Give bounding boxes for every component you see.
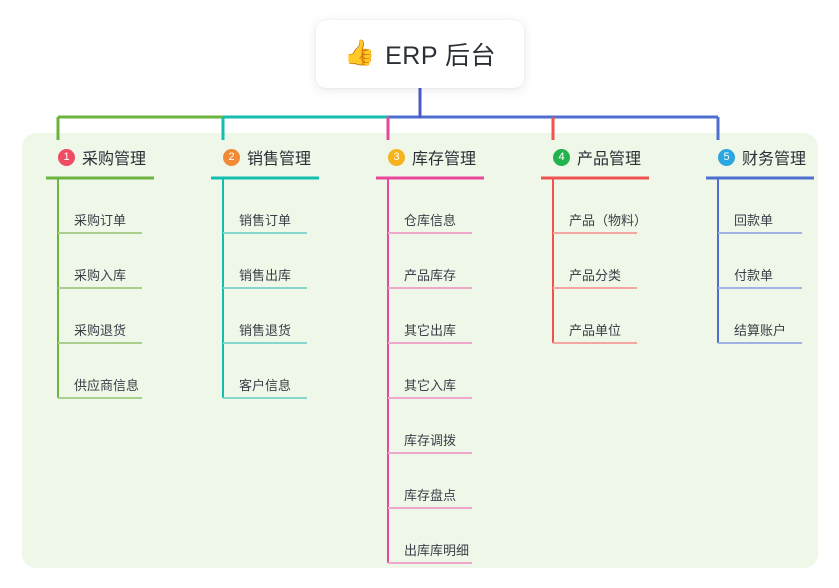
branch-title-3: 库存管理 (412, 151, 477, 168)
leaf-item[interactable]: 供应商信息 (74, 378, 140, 393)
thumbs-up-icon: 👍 (343, 38, 376, 67)
leaf-item[interactable]: 其它出库 (404, 323, 457, 338)
branch-badge-4: 4 (553, 148, 570, 166)
branch-badge-5: 5 (718, 148, 735, 166)
root-node-content: 👍 ERP 后台 (344, 36, 496, 72)
leaf-item[interactable]: 结算账户 (734, 323, 787, 338)
branch-column-3: 3 库存管理 (370, 145, 476, 169)
leaf-item[interactable]: 产品（物料） (569, 213, 648, 228)
branch-title-1: 采购管理 (82, 151, 147, 168)
leaf-item[interactable]: 库存盘点 (404, 488, 457, 503)
branch-badge-3: 3 (388, 148, 405, 166)
leaf-item[interactable]: 产品分类 (569, 268, 622, 283)
leaf-item[interactable]: 采购入库 (74, 268, 127, 283)
branch-header-3[interactable]: 3 库存管理 (370, 145, 476, 169)
branch-badge-2: 2 (223, 148, 240, 166)
branch-header-4[interactable]: 4 产品管理 (535, 145, 641, 169)
diagram-panel-background (22, 133, 818, 568)
branch-badge-1: 1 (58, 148, 75, 166)
leaf-item[interactable]: 销售出库 (239, 268, 292, 283)
leaf-item[interactable]: 销售退货 (239, 323, 292, 338)
branch-column-5: 5 财务管理 (700, 145, 806, 169)
leaf-item[interactable]: 出库库明细 (404, 543, 470, 558)
leaf-item[interactable]: 产品库存 (404, 268, 457, 283)
leaf-item[interactable]: 其它入库 (404, 378, 457, 393)
leaf-item[interactable]: 库存调拨 (404, 433, 457, 448)
leaf-item[interactable]: 仓库信息 (404, 213, 457, 228)
leaf-item[interactable]: 产品单位 (569, 323, 622, 338)
branch-header-2[interactable]: 2 销售管理 (205, 145, 311, 169)
leaf-item[interactable]: 客户信息 (239, 378, 292, 393)
root-node-title: ERP 后台 (385, 42, 497, 70)
leaf-item[interactable]: 回款单 (734, 213, 774, 228)
branch-title-5: 财务管理 (742, 151, 807, 168)
branch-column-2: 2 销售管理 (205, 145, 311, 169)
branch-header-1[interactable]: 1 采购管理 (40, 145, 146, 169)
root-node-erp-backend[interactable]: 👍 ERP 后台 (316, 20, 524, 88)
branch-title-2: 销售管理 (247, 151, 312, 168)
leaf-item[interactable]: 采购退货 (74, 323, 127, 338)
leaf-item[interactable]: 采购订单 (74, 213, 127, 228)
leaf-item[interactable]: 付款单 (734, 268, 774, 283)
branch-title-4: 产品管理 (577, 151, 642, 168)
branch-column-4: 4 产品管理 (535, 145, 641, 169)
leaf-item[interactable]: 销售订单 (239, 213, 292, 228)
branch-header-5[interactable]: 5 财务管理 (700, 145, 806, 169)
branch-column-1: 1 采购管理 (40, 145, 146, 169)
